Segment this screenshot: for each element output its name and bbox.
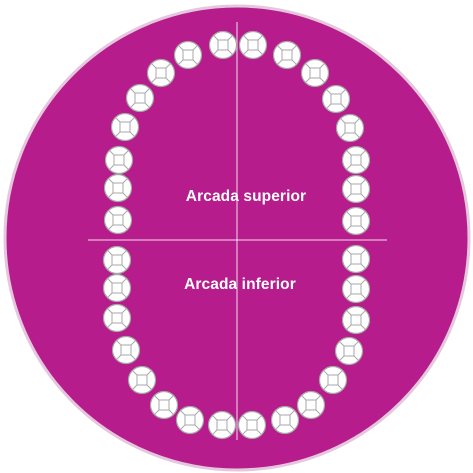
upper-tooth-12: [323, 86, 350, 113]
lower-tooth-8: [209, 412, 236, 439]
lower-tooth-12: [320, 367, 347, 394]
lower-tooth-13: [336, 338, 363, 365]
upper-tooth-13: [337, 115, 364, 142]
lower-tooth-3: [104, 305, 131, 332]
lower-tooth-15: [343, 276, 370, 303]
lower-tooth-5: [129, 367, 156, 394]
upper-tooth-5: [127, 85, 154, 112]
upper-tooth-2: [105, 175, 132, 202]
lower-tooth-2: [104, 275, 131, 302]
upper-tooth-10: [274, 42, 301, 69]
lower-tooth-11: [298, 392, 325, 419]
upper-tooth-4: [112, 114, 139, 141]
lower-tooth-1: [104, 247, 131, 274]
upper-tooth-7: [175, 42, 202, 69]
lower-tooth-9: [239, 412, 266, 439]
lower-tooth-10: [272, 407, 299, 434]
lower-arch-label: Arcada inferior: [184, 276, 296, 293]
lower-tooth-16: [343, 246, 370, 273]
upper-arch-label: Arcada superior: [186, 188, 306, 205]
upper-tooth-15: [343, 176, 370, 203]
upper-tooth-11: [302, 60, 329, 87]
upper-tooth-14: [343, 147, 370, 174]
upper-tooth-6: [148, 60, 175, 87]
lower-tooth-7: [177, 407, 204, 434]
lower-tooth-4: [113, 337, 140, 364]
lower-tooth-14: [343, 307, 370, 334]
upper-tooth-8: [210, 32, 237, 59]
upper-tooth-9: [240, 32, 267, 59]
upper-tooth-16: [343, 208, 370, 235]
upper-tooth-1: [106, 147, 133, 174]
upper-tooth-3: [105, 207, 132, 234]
lower-tooth-6: [151, 392, 178, 419]
